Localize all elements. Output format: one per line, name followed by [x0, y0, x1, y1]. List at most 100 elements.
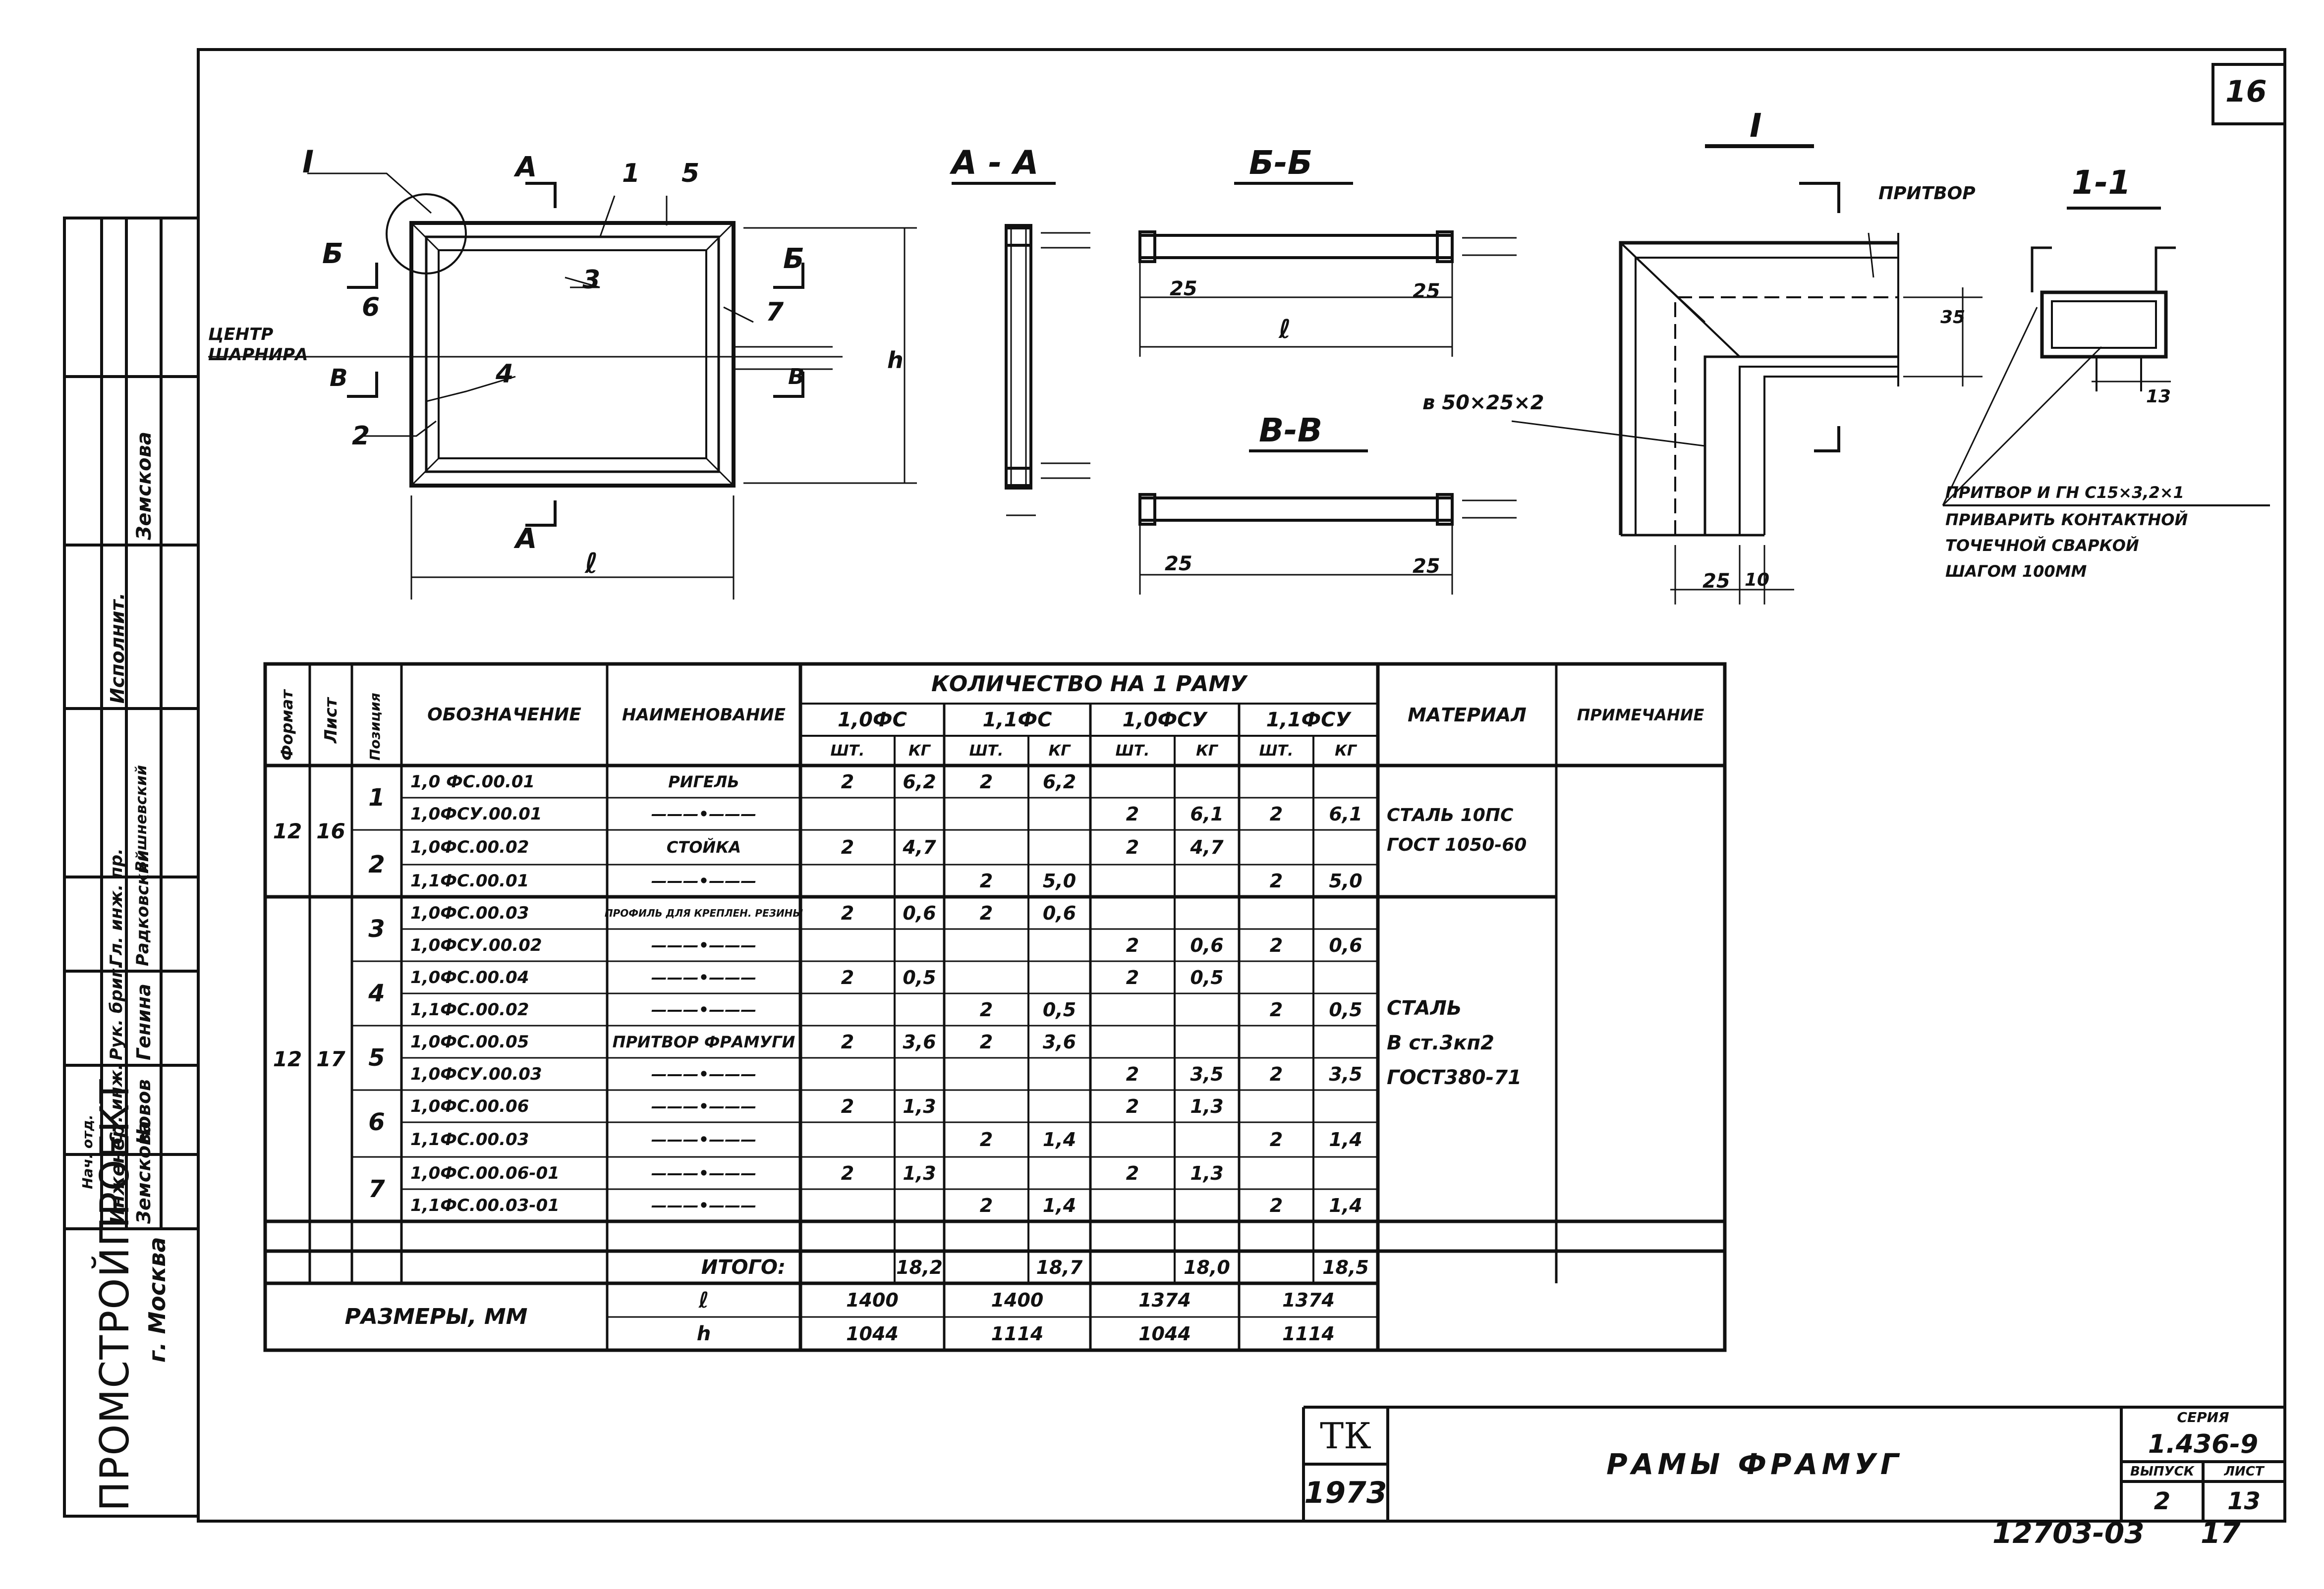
row-qty-cell: [1239, 961, 1313, 993]
frame-elevation: [208, 172, 917, 600]
row-name: ———•———: [651, 968, 757, 987]
row-position: 6: [368, 1108, 385, 1136]
group1-format: 12: [273, 819, 302, 843]
row-qty-cell: 2: [1126, 836, 1139, 858]
row-name: ———•———: [651, 1000, 757, 1019]
name-genina: Генина: [133, 984, 155, 1060]
sheet-number: 16: [2225, 74, 2267, 109]
row-qty-cell: [1175, 1026, 1239, 1058]
row-qty-cell: [944, 1157, 1028, 1189]
row-designation: 1,1ФС.00.02: [410, 999, 529, 1020]
row-qty-cell: 2: [841, 966, 854, 988]
hdr-note: ПРИМЕЧАНИЕ: [1577, 705, 1704, 724]
row-qty-cell: 2: [1269, 870, 1283, 892]
row-qty-cell: 2: [979, 770, 993, 793]
footer-doc-code: 12703-03: [1992, 1516, 2145, 1550]
dim-25-detail: 25: [1702, 570, 1730, 593]
dim-h: h: [887, 347, 904, 374]
group2-sheet: 17: [316, 1047, 345, 1071]
row-qty-cell: 2: [841, 1095, 854, 1117]
weld-note-2: ПРИВАРИТЬ КОНТАКТНОЙ: [1945, 510, 2188, 529]
row-qty-cell: 1,3: [1190, 1162, 1224, 1184]
weld-note-4: ШАГОМ 100ММ: [1945, 562, 2087, 581]
dim-25-bb-left: 25: [1170, 277, 1197, 300]
row-qty-cell: [1028, 830, 1090, 865]
pos-4: 4: [496, 359, 514, 389]
row-qty-cell: [800, 1189, 895, 1221]
group2-material-1: СТАЛЬ: [1387, 997, 1462, 1020]
size-h-3: 1044: [1138, 1322, 1191, 1345]
row-qty-cell: [1175, 865, 1239, 897]
pos-2: 2: [352, 421, 370, 451]
row-qty-cell: 2: [979, 1194, 993, 1216]
footer-page: 17: [2201, 1516, 2241, 1550]
size-sym-h: h: [696, 1322, 711, 1345]
weld-note-3: ТОЧЕЧНОЙ СВАРКОЙ: [1945, 536, 2139, 555]
size-l-4: 1374: [1282, 1289, 1335, 1311]
row-name: СТОЙКА: [666, 838, 741, 857]
hdr-group-3: 1,0ФСУ: [1122, 708, 1207, 731]
row-qty-cell: [1313, 1026, 1378, 1058]
dim-35: 35: [1940, 307, 1966, 328]
tk-year: 1973: [1304, 1475, 1387, 1510]
performer-label: Исполнит.: [107, 593, 128, 704]
row-qty-cell: [1090, 1189, 1175, 1221]
row-name: ———•———: [651, 1163, 757, 1183]
issue-label: ВЫПУСК: [2130, 1464, 2194, 1479]
row-designation: 1,1ФС.00.01: [410, 871, 529, 891]
row-qty-cell: [895, 993, 944, 1026]
row-qty-cell: 2: [1269, 803, 1283, 825]
section-bb-title: Б-Б: [1249, 144, 1313, 182]
role-brigade-lead: Рук. бриг.: [107, 962, 126, 1061]
row-qty-cell: [1239, 1157, 1313, 1189]
row-qty-cell: 2: [1126, 1162, 1139, 1184]
group1-sheet: 16: [316, 819, 345, 843]
group1-material-2: ГОСТ 1050-60: [1387, 834, 1527, 855]
row-qty-cell: 6,1: [1329, 803, 1362, 825]
row-position: 4: [368, 980, 385, 1007]
dim-13: 13: [2146, 386, 2171, 407]
row-qty-cell: [1239, 1090, 1313, 1122]
row-designation: 1,0ФСУ.00.03: [410, 1064, 542, 1084]
row-qty-cell: [800, 1058, 895, 1090]
size-l-3: 1374: [1138, 1289, 1191, 1311]
row-qty-cell: 3,6: [1042, 1031, 1077, 1053]
group2-material-3: ГОСТ380-71: [1387, 1066, 1522, 1089]
row-qty-cell: [1090, 1026, 1175, 1058]
row-qty-cell: [1028, 961, 1090, 993]
hdr-designation: ОБОЗНАЧЕНИЕ: [427, 705, 581, 725]
row-qty-cell: 1,4: [1329, 1194, 1362, 1216]
row-qty-cell: 2: [979, 1129, 993, 1151]
row-qty-cell: 1,3: [903, 1162, 936, 1184]
row-qty-cell: 2: [1269, 1194, 1283, 1216]
row-qty-cell: [800, 865, 895, 897]
section-aa: [952, 182, 1090, 516]
org-city: г. Москва: [144, 1237, 170, 1363]
row-qty-cell: [1313, 766, 1378, 798]
row-qty-cell: [1313, 961, 1378, 993]
row-qty-cell: 4,7: [903, 836, 936, 858]
row-qty-cell: [944, 1090, 1028, 1122]
row-qty-cell: [1175, 993, 1239, 1026]
row-qty-cell: [1028, 1090, 1090, 1122]
role-chief-engineer: Гл. инж. пр.: [107, 848, 126, 966]
hdr-sub-kg: КГ: [1335, 742, 1357, 760]
group2-material-2: В ст.3кп2: [1387, 1032, 1494, 1054]
callout-detail-i: I: [302, 144, 314, 180]
row-qty-cell: [895, 798, 944, 830]
row-qty-cell: 5,0: [1329, 870, 1362, 892]
size-l-1: 1400: [846, 1289, 899, 1311]
row-qty-cell: [895, 1058, 944, 1090]
hdr-sub-kg: КГ: [908, 742, 930, 760]
dim-25-vv-right: 25: [1413, 555, 1440, 578]
row-qty-cell: [1028, 1058, 1090, 1090]
section-bb: [1138, 182, 1517, 357]
row-name: ———•———: [651, 1130, 757, 1149]
row-qty-cell: 2: [1269, 934, 1283, 956]
row-qty-cell: 2: [1126, 966, 1139, 988]
hdr-group-4: 1,1ФСУ: [1266, 708, 1351, 731]
row-qty-cell: 0,6: [1042, 902, 1077, 924]
row-qty-cell: [944, 961, 1028, 993]
total-1: 18,2: [896, 1256, 943, 1278]
